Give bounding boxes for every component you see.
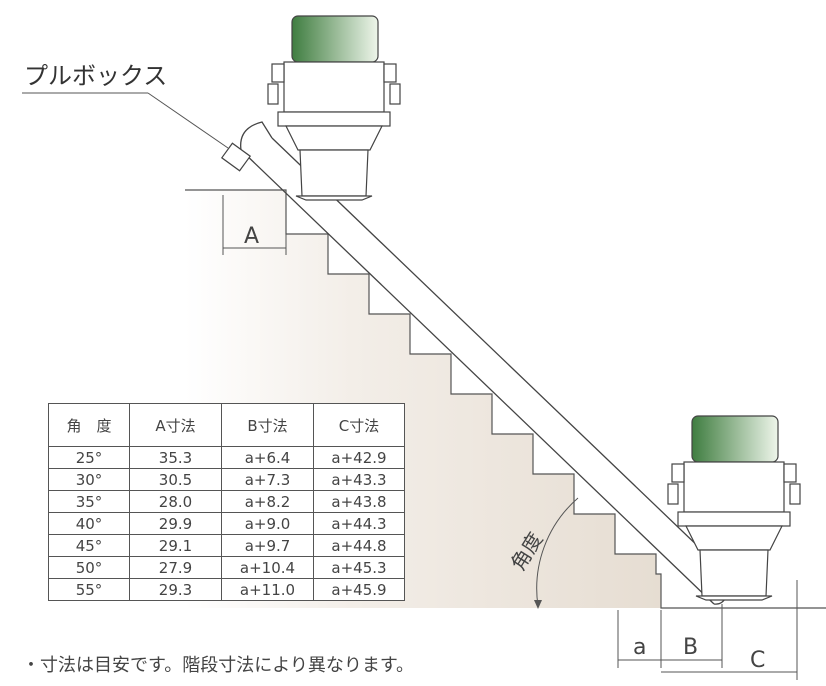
cell-a: 35.3 xyxy=(129,446,222,469)
table-row: 50° 27.9 a+10.4 a+45.3 xyxy=(48,556,405,579)
cell-b: a+10.4 xyxy=(221,556,314,579)
pull-box-icon xyxy=(220,142,252,172)
header-b: B寸法 xyxy=(221,403,314,447)
dimension-A xyxy=(222,195,287,255)
cell-c: a+44.3 xyxy=(313,512,405,535)
table-row: 45° 29.1 a+9.7 a+44.8 xyxy=(48,534,405,557)
cell-a: 28.0 xyxy=(129,490,222,513)
table-row: 25° 35.3 a+6.4 a+42.9 xyxy=(48,446,405,469)
cell-c: a+45.3 xyxy=(313,556,405,579)
callout-label: プルボックス xyxy=(24,62,167,90)
cell-a: 29.9 xyxy=(129,512,222,535)
cell-angle: 45° xyxy=(48,534,130,557)
cell-c: a+44.8 xyxy=(313,534,405,557)
dimension-A-label: A xyxy=(244,224,259,249)
header-angle: 角 度 xyxy=(48,403,130,447)
cell-c: a+43.3 xyxy=(313,468,405,491)
dimension-table: 角 度 A寸法 B寸法 C寸法 25° 35.3 a+6.4 a+42.9 30… xyxy=(48,403,405,601)
table-header-row: 角 度 A寸法 B寸法 C寸法 xyxy=(48,403,405,447)
dimension-C-label: C xyxy=(750,648,765,673)
cell-b: a+7.3 xyxy=(221,468,314,491)
angle-arrow-icon xyxy=(534,600,542,609)
top-chair xyxy=(267,15,401,201)
cell-angle: 55° xyxy=(48,578,130,601)
cell-c: a+45.9 xyxy=(313,578,405,601)
cell-angle: 50° xyxy=(48,556,130,579)
cell-a: 29.3 xyxy=(129,578,222,601)
table-row: 55° 29.3 a+11.0 a+45.9 xyxy=(48,578,405,601)
dimension-B-label: B xyxy=(683,635,698,660)
table-row: 40° 29.9 a+9.0 a+44.3 xyxy=(48,512,405,535)
cell-c: a+42.9 xyxy=(313,446,405,469)
table-row: 30° 30.5 a+7.3 a+43.3 xyxy=(48,468,405,491)
angle-arc xyxy=(536,497,579,607)
table-row: 35° 28.0 a+8.2 a+43.8 xyxy=(48,490,405,513)
footnote: ・寸法は目安です。階段寸法により異なります。 xyxy=(22,655,415,676)
cell-b: a+6.4 xyxy=(221,446,314,469)
cell-angle: 40° xyxy=(48,512,130,535)
cell-c: a+43.8 xyxy=(313,490,405,513)
cell-b: a+8.2 xyxy=(221,490,314,513)
cell-b: a+9.7 xyxy=(221,534,314,557)
cell-b: a+11.0 xyxy=(221,578,314,601)
cell-a: 29.1 xyxy=(129,534,222,557)
cell-b: a+9.0 xyxy=(221,512,314,535)
cell-angle: 25° xyxy=(48,446,130,469)
cell-angle: 30° xyxy=(48,468,130,491)
rail xyxy=(240,121,729,605)
cell-angle: 35° xyxy=(48,490,130,513)
header-c: C寸法 xyxy=(313,403,405,447)
dimension-bottom xyxy=(617,580,798,680)
callout-pointer xyxy=(147,92,229,149)
header-a: A寸法 xyxy=(129,403,222,447)
stair-outline xyxy=(185,189,826,609)
dimension-a-label: a xyxy=(633,635,646,660)
cell-a: 30.5 xyxy=(129,468,222,491)
cell-a: 27.9 xyxy=(129,556,222,579)
bottom-chair xyxy=(667,415,801,601)
